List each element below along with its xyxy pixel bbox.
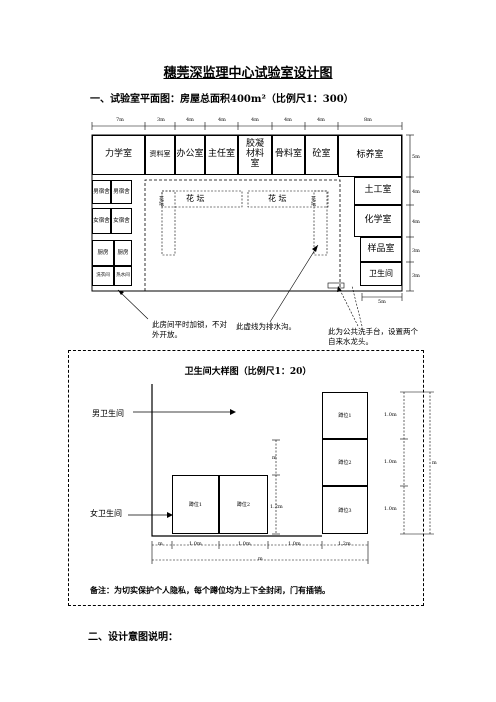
female-stall-2: 蹲位2: [219, 475, 268, 534]
room-archive: 资料室: [145, 135, 175, 175]
room-female-dorm-1: 女宿舍: [92, 208, 111, 234]
room-soil: 土工室: [354, 177, 402, 205]
dim-right-3m-a: 3m: [412, 248, 420, 254]
dim-right-3m-b: 3m: [412, 273, 420, 279]
dim-8m: 8m: [364, 117, 372, 123]
dim-right-4m-a: 4m: [412, 189, 420, 195]
section-2-heading: 二、设计意图说明：: [88, 632, 178, 643]
flowerbed-label-right: 花 坛: [268, 194, 287, 203]
detail-dim-bottom-2: 1.0m: [189, 541, 202, 547]
male-toilet-label: 男卫生间: [92, 409, 124, 418]
room-female-dorm-2: 女宿舍: [111, 208, 132, 234]
detail-dim-right-1: 1.0m: [384, 412, 397, 418]
detail-dim-right-3: 1.0m: [384, 506, 397, 512]
detail-dim-right-total: m: [432, 460, 437, 466]
room-male-dorm-1: 男宿舍: [92, 180, 111, 204]
female-toilet-label: 女卫生间: [90, 509, 122, 518]
room-water: 热水间: [114, 266, 132, 286]
document-title: 穗莞深监理中心试验室设计图: [163, 66, 333, 81]
flowerbed-label-left: 花 坛: [186, 194, 205, 203]
room-laundry: 洗衣间: [92, 266, 114, 286]
room-canteen: 厨房: [92, 240, 114, 266]
dim-bottom-5m: 5m: [378, 299, 386, 305]
detail-dim-bottom-5: 1.2m: [338, 541, 351, 547]
detail-dim-bottom-total: m: [258, 556, 263, 562]
section-1-heading: 一、试验室平面图：房屋总面积400m²（比例尺1：300）: [90, 94, 354, 105]
detail-dim-left-2: 1.2m: [270, 504, 283, 510]
note-locked-room: 此房间平时加锁，不对外开放。: [152, 320, 227, 340]
male-stall-1: 蹲位1: [322, 392, 368, 439]
room-sample: 样品室: [360, 237, 402, 262]
dim-4m-c: 4m: [251, 117, 259, 123]
room-curing: 标养室: [338, 135, 402, 177]
dim-right-5m: 5m: [412, 154, 420, 160]
female-stall-1: 蹲位1: [172, 475, 219, 534]
note-wash-basin: 此为公共洗手台，设置两个自来水龙头。: [328, 327, 418, 347]
male-stall-2: 蹲位2: [322, 439, 368, 486]
dim-7m: 7m: [116, 117, 124, 123]
note-drainage: 此虚线为排水沟。: [236, 322, 296, 331]
detail-dim-bottom-3: 1.0m: [238, 541, 251, 547]
detail-dim-right-2: 1.0m: [384, 459, 397, 465]
detail-dim-bottom-1: m: [158, 541, 163, 547]
dim-right-4m-b: 4m: [412, 219, 420, 225]
room-office: 办公室: [175, 135, 205, 175]
room-kitchen: 厨房: [114, 240, 132, 266]
room-binder: 胶凝材料室: [238, 135, 272, 175]
room-mechanics: 力学室: [92, 135, 145, 175]
toilet-detail-title: 卫生间大样图（比例尺1：20）: [184, 367, 312, 377]
toilet-detail-frame: [68, 350, 424, 606]
dim-4m-b: 4m: [218, 117, 226, 123]
detail-dim-bottom-4: 1.0m: [288, 541, 301, 547]
male-stall-3: 蹲位3: [322, 486, 368, 534]
room-concrete: 砼室: [305, 135, 338, 175]
dim-3m: 3m: [157, 117, 165, 123]
room-toilet: 卫生间: [360, 262, 402, 286]
detail-dim-left-1: m: [272, 455, 277, 461]
dim-4m-d: 4m: [284, 117, 292, 123]
remark: 备注：为切实保护个人隐私，每个蹲位均为上下全封闭，门有插销。: [90, 585, 330, 595]
room-aggregate: 骨料室: [272, 135, 305, 175]
room-director: 主任室: [205, 135, 238, 175]
room-male-dorm-2: 男宿舍: [111, 180, 132, 204]
room-chemistry: 化学室: [354, 205, 402, 237]
dim-4m-e: 4m: [317, 117, 325, 123]
dim-4m-a: 4m: [186, 117, 194, 123]
